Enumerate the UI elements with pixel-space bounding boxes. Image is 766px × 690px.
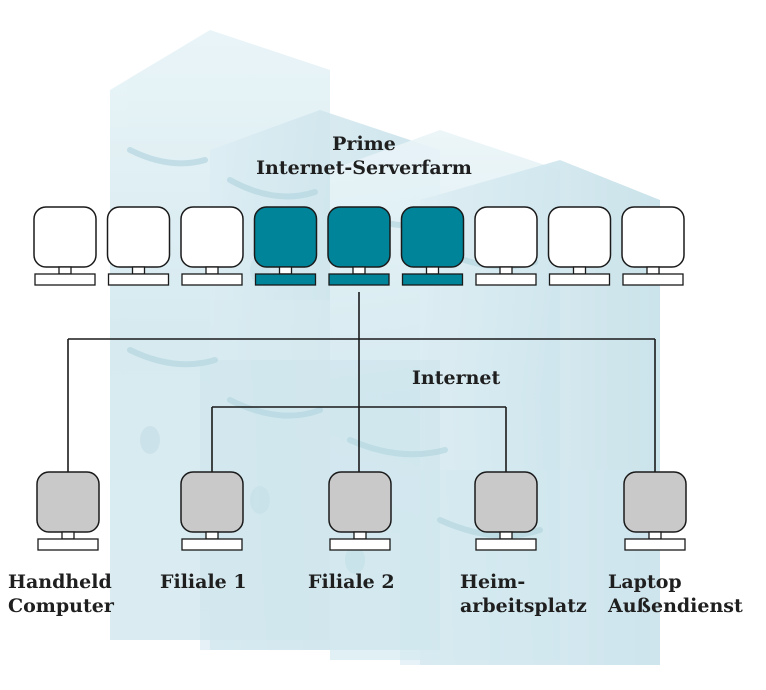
- server-row: [33, 206, 685, 286]
- server-6: [400, 206, 465, 286]
- client-label-heimarbeitsplatz: Heim- arbeitsplatz: [460, 571, 587, 617]
- server-4: [253, 206, 318, 286]
- client-computer-1: [36, 471, 100, 551]
- client-computer-5: [623, 471, 687, 551]
- client-computer-4: [474, 471, 538, 551]
- client-computer-2: [180, 471, 244, 551]
- server-7: [474, 206, 538, 286]
- server-8: [547, 206, 612, 286]
- client-label-filiale-1: Filiale 1: [160, 571, 247, 593]
- network-label: Internet: [412, 367, 501, 389]
- client-label-handheld: Handheld Computer: [8, 571, 114, 617]
- server-3: [180, 206, 244, 286]
- network-lines: [67, 292, 656, 472]
- server-5: [327, 206, 391, 286]
- client-row: [36, 471, 687, 551]
- farm-title: Prime Internet-Serverfarm: [256, 133, 472, 179]
- server-2: [106, 206, 171, 286]
- client-label-laptop: Laptop Außendienst: [608, 571, 743, 617]
- server-9: [621, 206, 685, 286]
- server-1: [33, 206, 97, 286]
- client-computer-3: [328, 471, 392, 551]
- client-label-filiale-2: Filiale 2: [308, 571, 395, 593]
